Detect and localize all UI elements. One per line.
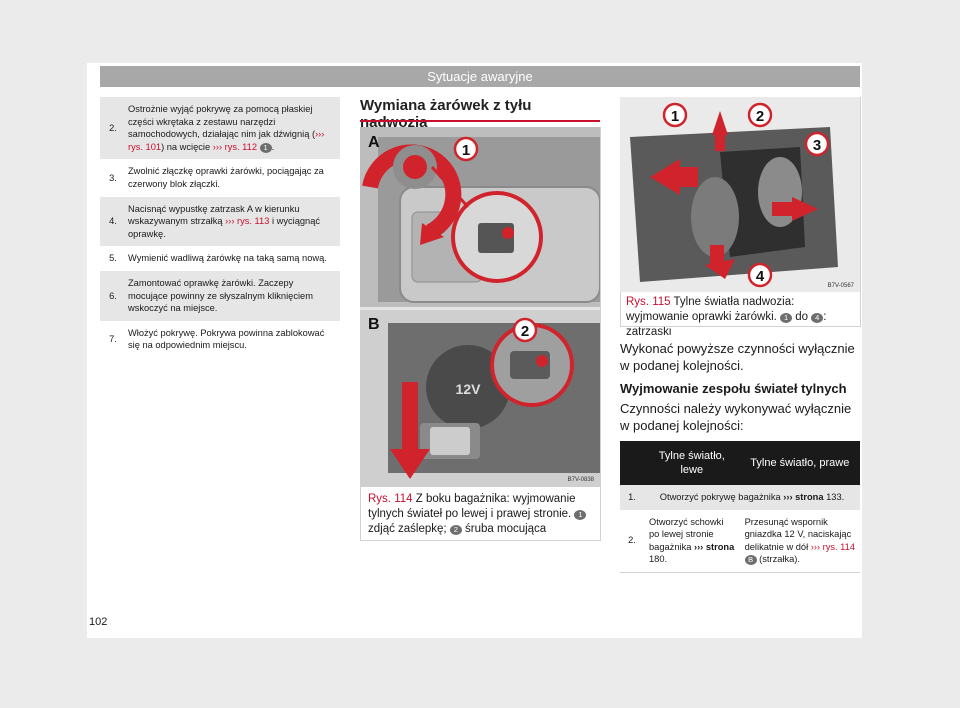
step-number: 2. [109, 122, 117, 133]
text-run: Otworzyć schowki po lewej stronie bagażn… [649, 516, 724, 552]
text-run: Ostrożnie wyjąć pokrywę za pomocą płaski… [128, 104, 316, 140]
callout-2: 2 [756, 108, 764, 125]
figure-code: B7V-0838 [568, 477, 595, 483]
step-row: 6. Zamontować oprawkę żarówki. Zaczepy mo… [100, 270, 340, 321]
socket-12v-label: 12V [456, 381, 482, 397]
step-text: Włożyć pokrywę. Pokrywa powinna zablokow… [126, 321, 340, 358]
text-run: ) na wcięcie [161, 141, 213, 152]
intro-paragraph: Wykonać powyższe czynności wyłącznie w p… [620, 341, 855, 373]
text-run: (strzałka). [756, 554, 800, 565]
callout-1: 1 [462, 142, 470, 159]
callout-badge: 1 [780, 313, 793, 323]
figure-code: B7V-0567 [828, 283, 855, 289]
step-text: Ostrożnie wyjąć pokrywę za pomocą płaski… [126, 97, 340, 159]
text-run: śruba mocująca [461, 523, 547, 535]
removal-table: Tylne światło, lewe Tylne światło, prawe… [620, 441, 860, 573]
figure-115-caption: Rys. 115 Tylne światła nadwozia: wyjmowa… [626, 295, 858, 340]
text-run: zdjąć zaślepkę; [368, 523, 450, 535]
callout-4: 4 [756, 268, 765, 285]
subheading-paragraph: Czynności należy wykonywać wyłącznie w p… [620, 401, 852, 433]
cross-reference-link[interactable]: Rys. 114 [368, 493, 413, 505]
step-text: Wymienić wadliwą żarówkę na taką samą no… [126, 246, 333, 271]
figure-115: 1 2 3 4 B7V-0567 [620, 97, 860, 292]
text-run: Tylne światła nadwozia: wyjmowanie opraw… [626, 296, 795, 323]
table-row: 2. Otworzyć schowki po lewej stronie bag… [620, 509, 860, 573]
cross-reference-link[interactable]: ››› rys. 114 [810, 541, 856, 552]
step-row: 3. Zwolnić złączkę oprawki żarówki, pocią… [100, 159, 340, 196]
cross-reference-link[interactable]: ››› rys. 101 [128, 129, 325, 152]
page-reference: ››› strona [693, 541, 735, 552]
step-row: 7. Włożyć pokrywę. Pokrywa powinna zablok… [100, 321, 340, 358]
callout-badge: 1 [259, 142, 272, 153]
text-run: Zamontować oprawkę żarówki. Zaczepy mocu… [128, 277, 313, 314]
callout-badge: B [744, 555, 757, 566]
row-number: 2. [620, 509, 644, 573]
step-number: 7. [109, 334, 117, 345]
text-run: Przesunąć wspornik gniazdka 12 V, nacisk… [744, 516, 852, 552]
text-run: 180. [649, 554, 668, 565]
text-run: : zatrzaski [626, 311, 827, 338]
table-header-num [620, 441, 644, 485]
page-reference: ››› strona [783, 492, 824, 502]
panel-a-label: A [368, 134, 380, 151]
step-row: 4. Nacisnąć wypustkę zatrzask A w kierunk… [100, 196, 340, 247]
step-row: 2. Ostrożnie wyjąć pokrywę za pomocą płas… [100, 97, 340, 160]
text-run: Włożyć pokrywę. Pokrywa powinna zablokow… [128, 327, 325, 351]
section-divider [360, 120, 600, 122]
row-cell: Otworzyć pokrywę bagażnika ››› strona 13… [644, 485, 860, 510]
text-run: do [792, 311, 812, 323]
step-number: 6. [109, 290, 117, 301]
callout-1: 1 [671, 108, 679, 125]
callout-3: 3 [813, 137, 821, 154]
callout-badge: 1 [574, 510, 587, 520]
text-run: Zwolnić złączkę oprawki żarówki, pociąga… [128, 166, 324, 189]
section-title: Wymiana żarówek z tyłu nadwozia [360, 97, 532, 131]
cross-reference-link[interactable]: Rys. 115 [626, 296, 671, 308]
step-text: Zamontować oprawkę żarówki. Zaczepy mocu… [126, 271, 340, 321]
panel-b-label: B [368, 316, 380, 333]
text-run: Wymienić wadliwą żarówkę na taką samą no… [128, 253, 327, 264]
figure-114-caption: Rys. 114 Z boku bagażnika: wyjmowanie ty… [368, 492, 593, 537]
step-number: 4. [109, 216, 117, 227]
table-header-left: Tylne światło, lewe [644, 441, 740, 485]
step-text: Nacisnąć wypustkę zatrzask A w kierunku … [126, 197, 340, 247]
cross-reference-link[interactable]: ››› rys. 113 [225, 216, 270, 227]
step-number: 5. [109, 253, 117, 264]
step-number: 3. [109, 172, 117, 183]
row-cell-right: Przesunąć wspornik gniazdka 12 V, nacisk… [739, 509, 860, 573]
text-run: . [271, 141, 275, 152]
callout-badge: 2 [449, 525, 462, 535]
callout-2: 2 [521, 323, 529, 340]
step-text: Zwolnić złączkę oprawki żarówki, pociąga… [126, 159, 340, 196]
figure-114: A 1 12V B 2 B7V-0838 [360, 127, 600, 487]
subheading: Wyjmowanie zespołu świateł tylnych [620, 381, 847, 396]
step-row: 5. Wymienić wadliwą żarówkę na taką samą … [100, 246, 340, 271]
row-number: 1. [620, 485, 644, 510]
text-run: 133. [823, 492, 845, 502]
text-run: Z boku bagażnika: wyjmowanie tylnych świ… [368, 493, 576, 520]
callout-badge: 4 [811, 313, 824, 323]
table-row: 1. Otworzyć pokrywę bagażnika ››› strona… [620, 485, 860, 510]
running-header: Sytuacje awaryjne [100, 66, 860, 87]
steps-table: 2. Ostrożnie wyjąć pokrywę za pomocą płas… [100, 97, 340, 358]
row-cell-left: Otworzyć schowki po lewej stronie bagażn… [644, 509, 740, 573]
text-run: Otworzyć pokrywę bagażnika [659, 492, 784, 502]
cross-reference-link[interactable]: ››› rys. 112 [212, 141, 258, 152]
table-header-right: Tylne światło, prawe [739, 441, 860, 485]
text-run: Nacisnąć wypustkę zatrzask A w kierunku … [128, 203, 300, 227]
page-number: 102 [89, 616, 108, 628]
text-run: i wyciągnąć oprawkę. [128, 216, 321, 239]
